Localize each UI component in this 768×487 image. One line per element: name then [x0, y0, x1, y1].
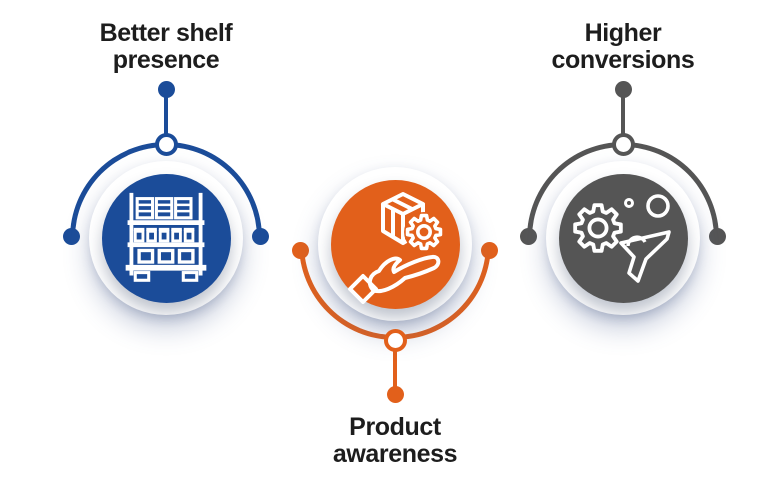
- icon-badge: [546, 161, 700, 315]
- hand-holding-product-gear-icon: [348, 192, 444, 304]
- connector-line: [393, 340, 397, 394]
- shelf-rack-icon: [125, 192, 207, 282]
- connector-ring: [154, 132, 178, 156]
- connector-line: [164, 89, 168, 145]
- connector-end-dot: [386, 385, 404, 403]
- orbit-left-dot: [292, 241, 309, 259]
- icon-badge: [318, 167, 472, 321]
- gear-funnel-conversion-icon: [573, 194, 671, 283]
- connector-ring: [383, 328, 407, 352]
- icon-circle: [101, 173, 231, 303]
- orbit-right-dot: [709, 227, 726, 245]
- node-better-shelf-presence: Better shelf presence: [56, 16, 276, 487]
- icon-circle: [558, 173, 688, 303]
- orbit-right-dot: [252, 227, 269, 245]
- orbit-left-dot: [520, 227, 537, 245]
- orbit-right-dot: [481, 241, 498, 259]
- node-higher-conversions: Higher conversions: [513, 16, 733, 487]
- node-label: Better shelf presence: [99, 19, 233, 74]
- orbit-left-dot: [63, 227, 80, 245]
- node-label: Higher conversions: [551, 19, 695, 74]
- connector-ring: [611, 132, 635, 156]
- node-product-awareness: Product awareness: [285, 162, 505, 487]
- node-label: Product awareness: [332, 413, 458, 468]
- connector-line: [621, 89, 625, 145]
- icon-badge: [89, 161, 243, 315]
- icon-circle: [330, 179, 460, 309]
